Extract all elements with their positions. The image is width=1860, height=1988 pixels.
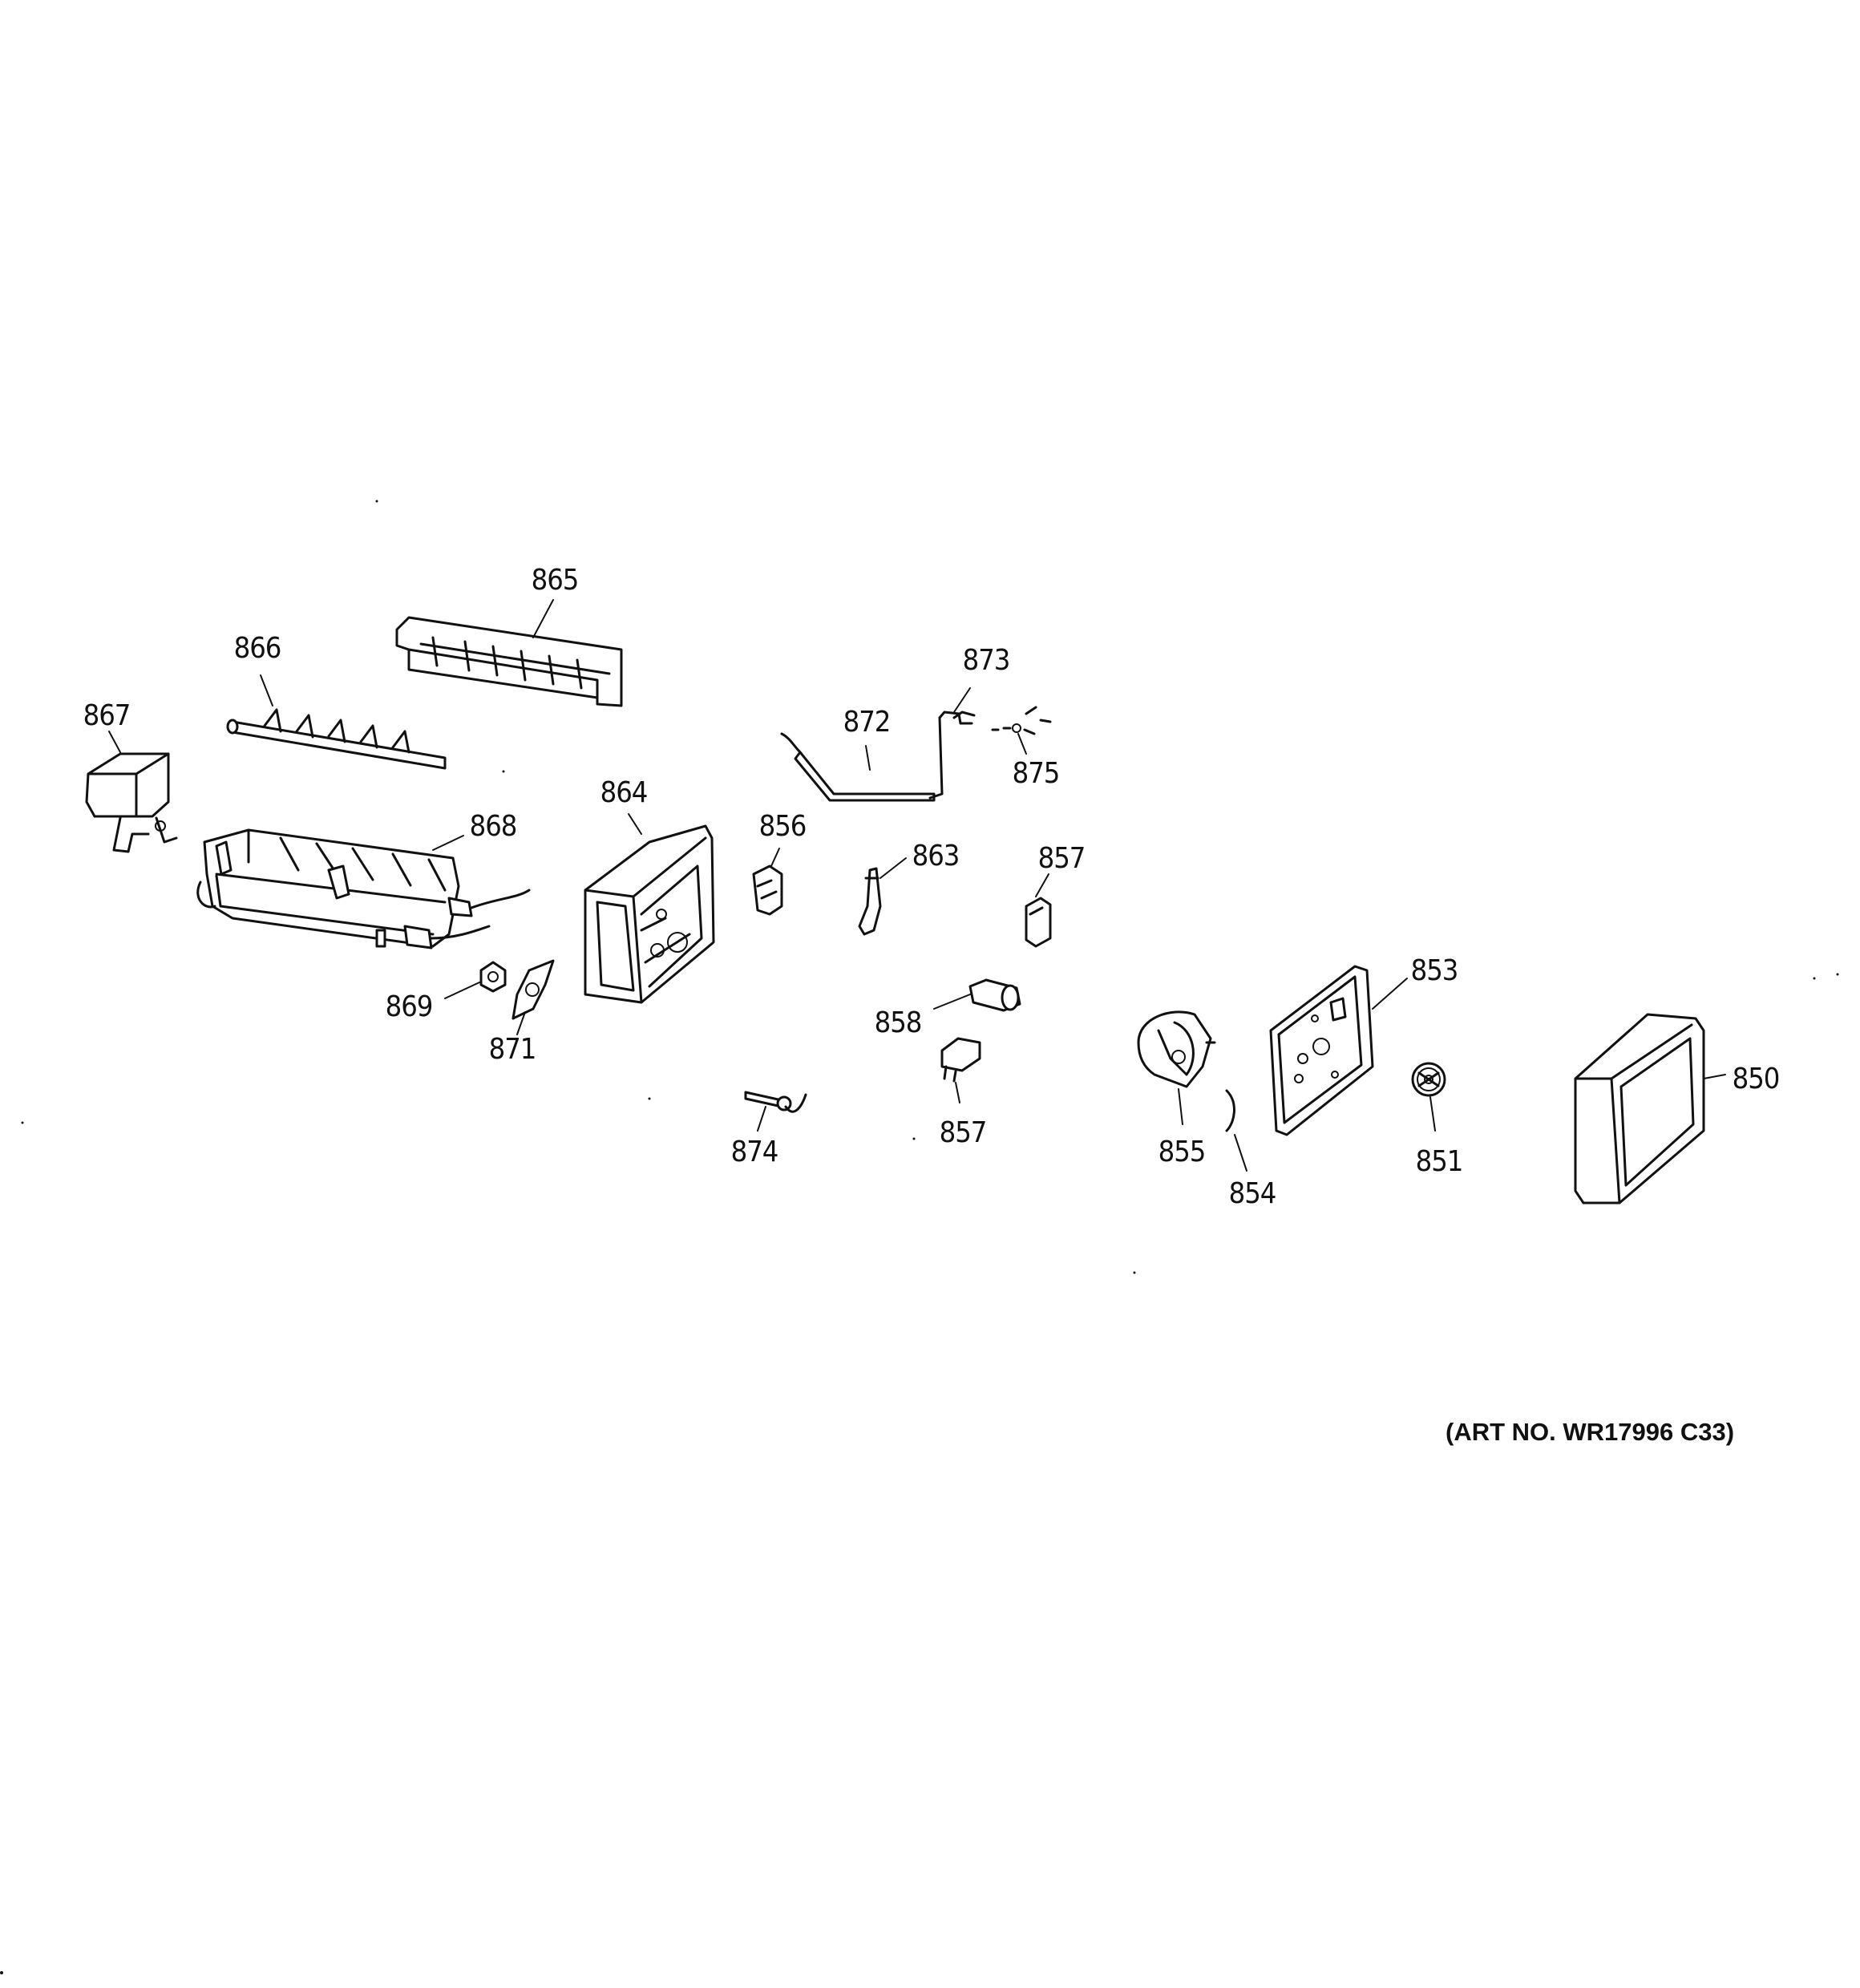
callout-872: 872: [843, 706, 892, 739]
leader-874: [757, 1106, 766, 1132]
callout-867: 867: [83, 699, 131, 732]
leader-875: [1017, 733, 1027, 755]
leader-851: [1429, 1096, 1436, 1132]
leader-850: [1703, 1074, 1726, 1079]
leader-853: [1372, 978, 1408, 1010]
part-857-upper-switch: [1025, 897, 1052, 948]
leader-857a: [1035, 873, 1049, 897]
leader-857b: [955, 1082, 960, 1103]
callout-853: 853: [1410, 954, 1459, 987]
leader-867: [108, 731, 121, 753]
part-855-motor: [1137, 1010, 1216, 1088]
callout-871: 871: [488, 1033, 537, 1066]
leader-868: [432, 835, 464, 851]
callout-857-lower: 857: [939, 1116, 988, 1149]
leader-871: [516, 1011, 526, 1035]
leader-873: [953, 687, 971, 713]
part-875-spring: [991, 706, 1052, 735]
part-871-clip: [512, 959, 555, 1020]
leader-869: [444, 982, 480, 999]
leader-866: [260, 674, 273, 707]
leader-872: [865, 745, 871, 771]
part-867-fill-cup: [85, 752, 178, 853]
leader-864: [628, 813, 642, 835]
callout-865: 865: [531, 564, 580, 597]
callout-855: 855: [1158, 1136, 1207, 1168]
callout-858: 858: [874, 1006, 923, 1039]
callout-864: 864: [600, 776, 649, 809]
part-851-gear: [1411, 1062, 1446, 1097]
leader-865: [532, 599, 554, 638]
part-864-housing: [584, 824, 715, 1004]
art-number: (ART NO. WR17996 C33): [1446, 1418, 1735, 1446]
callout-868: 868: [469, 810, 518, 843]
leader-854: [1234, 1134, 1247, 1172]
scan-specks: [0, 500, 1839, 1974]
callout-875: 875: [1012, 757, 1061, 790]
part-850-cover: [1574, 1013, 1705, 1205]
part-874-screw: [744, 1091, 807, 1113]
part-854-wire: [1225, 1089, 1235, 1132]
leader-855: [1178, 1088, 1183, 1125]
part-865-cover: [395, 616, 623, 707]
part-853-plate: [1269, 965, 1374, 1136]
part-857-lower-switch: [940, 1037, 981, 1083]
callout-874: 874: [730, 1136, 779, 1168]
callout-850: 850: [1732, 1063, 1781, 1095]
part-863-lever: [858, 867, 882, 936]
part-872-arm: [780, 716, 944, 802]
callout-863: 863: [912, 840, 960, 873]
callout-851: 851: [1415, 1145, 1464, 1178]
leader-858: [933, 994, 971, 1010]
part-868-mold: [196, 828, 531, 949]
callout-854: 854: [1228, 1177, 1277, 1210]
callout-869: 869: [385, 990, 434, 1023]
callout-873: 873: [962, 644, 1011, 677]
callout-857-upper: 857: [1037, 842, 1086, 875]
part-856-switch: [752, 864, 783, 916]
leader-856: [770, 848, 780, 867]
part-869-bearing: [479, 961, 507, 993]
part-873-linkage: [938, 711, 976, 725]
callout-856: 856: [758, 810, 807, 843]
part-866-ejector: [226, 708, 447, 770]
part-858-thermostat: [968, 978, 1021, 1012]
leader-863: [879, 857, 907, 879]
callout-866: 866: [233, 632, 282, 665]
